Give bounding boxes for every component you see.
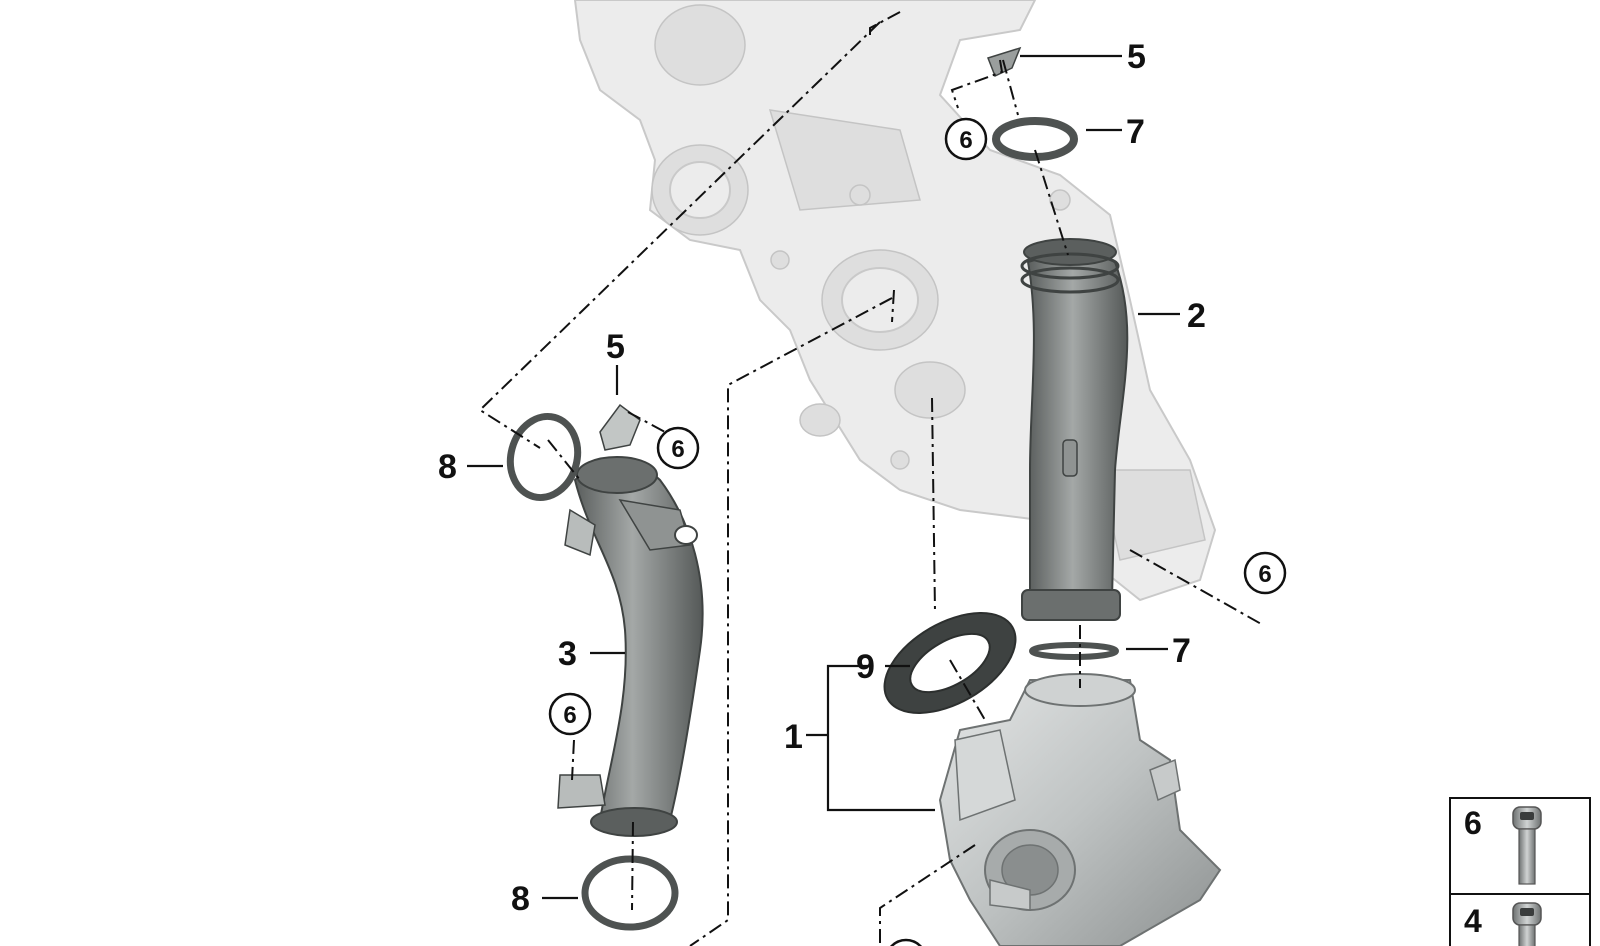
leader-lines xyxy=(467,54,1180,900)
label-3: 3 xyxy=(558,635,577,673)
seal-ring-8-bottom xyxy=(581,855,679,931)
legend-label-6: 6 xyxy=(1464,805,1482,841)
seal-ring-8-top xyxy=(506,412,582,502)
svg-text:6: 6 xyxy=(1258,561,1271,588)
bolt-icon xyxy=(1512,902,1542,946)
circled-6-left: 6 xyxy=(656,426,700,470)
label-7-top: 7 xyxy=(1126,113,1145,151)
bracket-part-5-left xyxy=(599,403,641,451)
svg-text:6: 6 xyxy=(671,436,684,463)
pipe-part-3 xyxy=(557,456,704,837)
label-7-lower: 7 xyxy=(1172,632,1191,670)
label-5-top: 5 xyxy=(1127,38,1146,76)
fastener-legend: 6 4 xyxy=(1449,797,1591,946)
bolt-icon xyxy=(1512,806,1542,885)
circled-6-mid-left: 6 xyxy=(548,692,592,736)
circled-partial-bottom xyxy=(890,938,922,946)
label-1: 1 xyxy=(784,718,803,756)
circled-6-top: 6 xyxy=(944,117,988,161)
seal-ring-7-top xyxy=(992,117,1078,161)
label-8-bottom: 8 xyxy=(511,880,530,918)
circled-callouts: 6 6 6 6 xyxy=(548,117,1287,946)
label-5-left: 5 xyxy=(606,328,625,366)
housing-part-1 xyxy=(938,673,1222,946)
gasket-part-9 xyxy=(883,612,1017,714)
svg-text:6: 6 xyxy=(959,127,972,154)
svg-text:6: 6 xyxy=(563,702,576,729)
callout-labels: 5 7 2 7 5 8 3 8 9 1 xyxy=(438,38,1206,918)
label-8-top: 8 xyxy=(438,448,457,486)
label-2: 2 xyxy=(1187,297,1206,335)
seal-ring-7-lower xyxy=(1029,642,1119,660)
legend-label-4: 4 xyxy=(1464,903,1482,939)
pipe-part-2 xyxy=(1020,238,1129,621)
assembly-lines xyxy=(478,11,1264,946)
circled-6-right: 6 xyxy=(1243,551,1287,595)
label-9: 9 xyxy=(856,648,875,686)
